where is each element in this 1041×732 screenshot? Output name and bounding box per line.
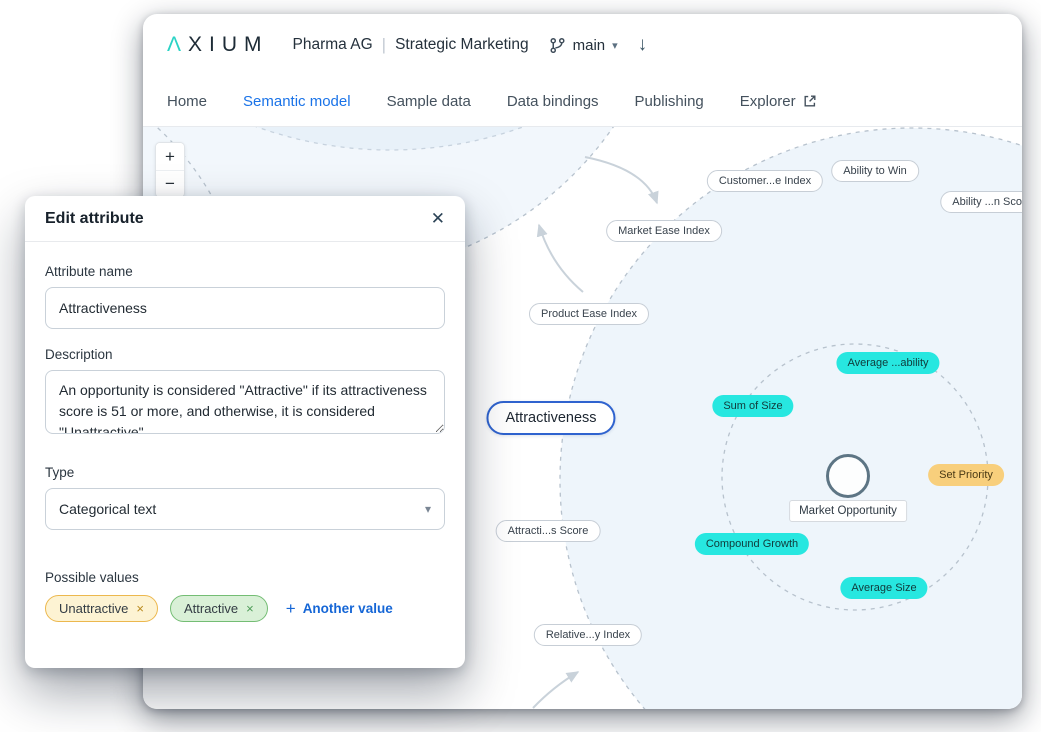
plus-icon: + <box>285 598 296 618</box>
entity-market-opportunity-circle[interactable] <box>826 454 870 498</box>
node-attractiveness-selected[interactable]: Attractiveness <box>486 401 616 435</box>
chip-unattractive[interactable]: Unattractive × <box>45 595 158 622</box>
git-branch-icon <box>549 37 566 54</box>
node-set-priority[interactable]: Set Priority <box>928 464 1004 486</box>
project-name: Strategic Marketing <box>395 36 529 53</box>
entity-market-opportunity-label[interactable]: Market Opportunity <box>789 500 907 522</box>
attribute-name-label: Attribute name <box>45 264 133 279</box>
description-textarea[interactable]: An opportunity is considered "Attractive… <box>45 370 445 434</box>
close-icon[interactable]: ✕ <box>430 209 445 228</box>
chip-attractive-label: Attractive <box>183 601 239 616</box>
tab-semantic-model[interactable]: Semantic model <box>243 92 351 110</box>
chip-attractive[interactable]: Attractive × <box>169 595 268 622</box>
org-name: Pharma AG <box>292 36 373 53</box>
modal-body: Attribute name Description An opportunit… <box>25 242 465 622</box>
description-label: Description <box>45 347 113 362</box>
attribute-name-input[interactable] <box>45 287 445 329</box>
workspace-title: Pharma AG | Strategic Marketing <box>293 35 529 55</box>
edge-bottom-left <box>532 671 580 709</box>
type-label: Type <box>45 465 75 480</box>
chip-unattractive-label: Unattractive <box>59 601 129 616</box>
logo-letters: XIUM <box>188 33 269 56</box>
edge-to-market-ease <box>584 156 659 205</box>
node-sum-of-size[interactable]: Sum of Size <box>712 395 794 417</box>
main-nav: Home Semantic model Sample data Data bin… <box>143 76 1022 127</box>
add-another-value-label: Another value <box>302 601 393 616</box>
node-average-probability[interactable]: Average ...ability <box>836 352 940 374</box>
add-another-value-button[interactable]: + Another value <box>286 599 393 619</box>
domain-circle-right <box>559 127 1022 709</box>
edge-up-from-attractiveness <box>536 223 584 293</box>
chevron-down-icon: ▾ <box>612 39 618 52</box>
type-select-value: Categorical text <box>59 501 157 517</box>
node-compound-growth[interactable]: Compound Growth <box>694 533 810 555</box>
zoom-controls: + − <box>155 142 185 198</box>
remove-value-icon[interactable]: × <box>136 601 144 616</box>
remove-value-icon[interactable]: × <box>246 601 254 616</box>
node-market-ease-index[interactable]: Market Ease Index <box>606 220 722 242</box>
modal-header: Edit attribute ✕ <box>25 196 465 242</box>
select-caret-icon: ▾ <box>424 502 431 516</box>
tab-home[interactable]: Home <box>167 92 208 110</box>
tab-explorer-label: Explorer <box>739 92 796 110</box>
logo-letter-a: Λ <box>167 33 189 56</box>
title-separator: | <box>381 35 387 54</box>
branch-name: main <box>572 36 606 54</box>
node-product-ease-index[interactable]: Product Ease Index <box>528 303 650 325</box>
node-relative-index[interactable]: Relative...y Index <box>533 624 643 646</box>
node-ability-score[interactable]: Ability ...n Score <box>940 191 1022 213</box>
edit-attribute-modal: Edit attribute ✕ Attribute name Descript… <box>25 196 465 668</box>
possible-values-label: Possible values <box>45 570 139 585</box>
external-link-icon <box>803 94 817 108</box>
tab-publishing[interactable]: Publishing <box>634 92 704 110</box>
type-select[interactable]: Categorical text ▾ <box>45 488 445 530</box>
tab-sample-data[interactable]: Sample data <box>386 92 471 110</box>
zoom-in-button[interactable]: + <box>156 143 184 170</box>
tab-explorer[interactable]: Explorer <box>740 93 817 110</box>
download-icon[interactable]: ↓ <box>637 34 648 55</box>
zoom-out-button[interactable]: − <box>156 170 184 197</box>
node-attractiveness-score[interactable]: Attracti...s Score <box>495 520 601 542</box>
node-ability-to-win[interactable]: Ability to Win <box>831 160 919 182</box>
branch-selector[interactable]: main ▾ <box>549 37 618 54</box>
possible-values-row: Unattractive × Attractive × + Another va… <box>45 595 445 622</box>
node-customer-index[interactable]: Customer...e Index <box>706 170 824 192</box>
domain-circle-top <box>255 127 525 151</box>
modal-title: Edit attribute <box>45 209 144 227</box>
node-average-size[interactable]: Average Size <box>840 577 928 599</box>
tab-data-bindings[interactable]: Data bindings <box>506 92 599 110</box>
